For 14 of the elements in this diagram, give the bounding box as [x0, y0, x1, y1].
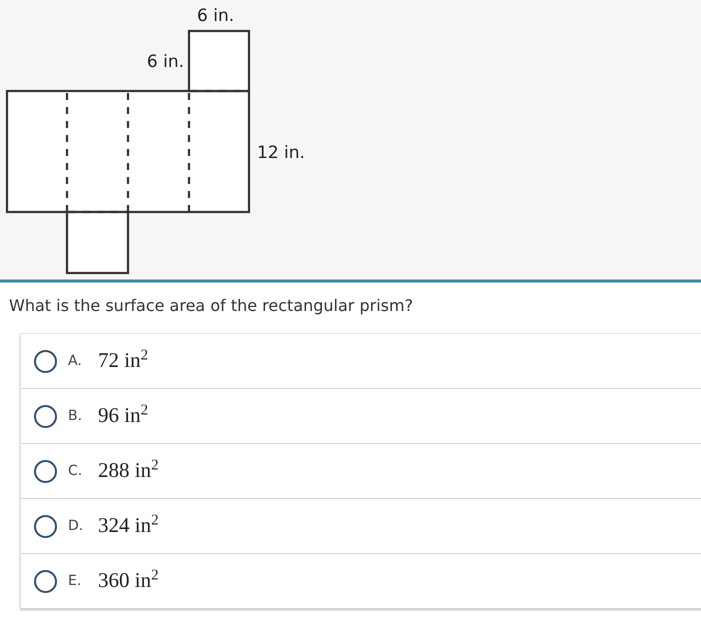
option-letter: C. [68, 463, 82, 479]
dimension-label: 12 in. [257, 143, 305, 163]
answer-value: 72 in$^{2}$ [98, 348, 148, 373]
option-letter: A. [68, 353, 82, 369]
dimension-label: 6 in. [146, 52, 184, 72]
answer-value: 96 in$^{2}$ [98, 403, 148, 428]
option-letter: E. [68, 573, 82, 589]
answer-value: 288 in$^{2}$ [98, 458, 159, 483]
answer-value: 324 in$^{2}$ [98, 513, 159, 538]
answer-value: 360 in$^{2}$ [98, 568, 159, 593]
dimension-label: 6 in. [197, 6, 234, 26]
option-letter: B. [68, 408, 82, 424]
question-text: What is the surface area of the rectangular prism? [9, 296, 414, 315]
option-letter: D. [68, 518, 84, 534]
